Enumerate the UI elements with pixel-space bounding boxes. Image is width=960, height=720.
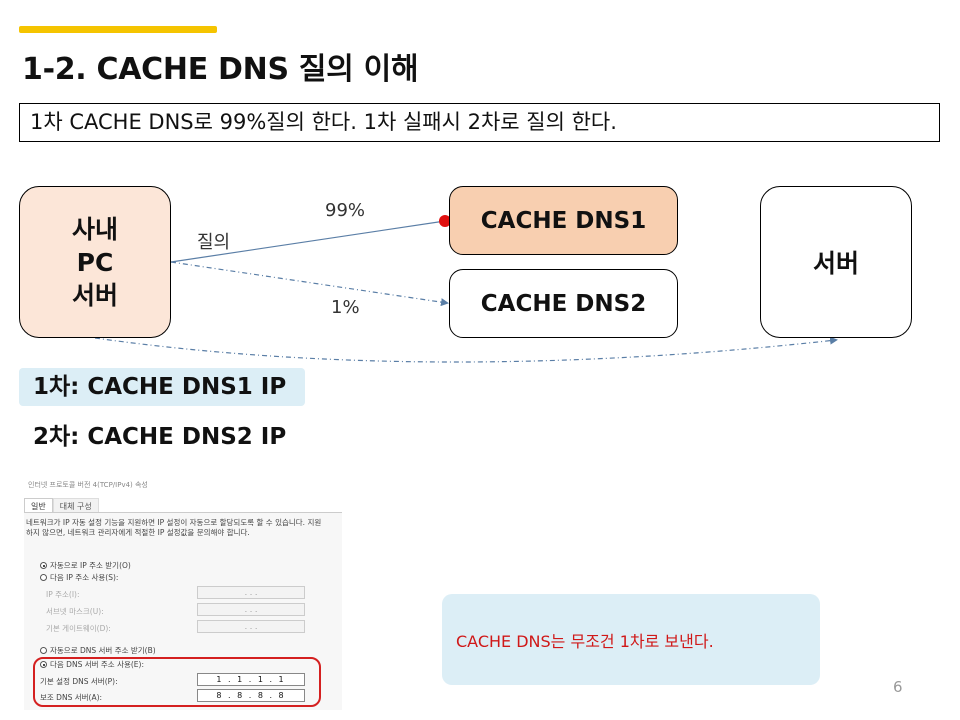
radio-selected-icon [40, 562, 47, 569]
auto-dns-label: 자동으로 DNS 서버 주소 받기(B) [50, 646, 156, 655]
client-label-line-3: 서버 [71, 280, 118, 310]
manual-dns-label: 다음 DNS 서버 주소 사용(E): [50, 660, 144, 669]
client-node: 사내 PC 서버 [19, 186, 171, 338]
gateway-label: 기본 게이트웨이(D): [46, 624, 111, 633]
gateway-field[interactable]: . . . [197, 620, 305, 633]
cache-dns2-node: CACHE DNS2 [449, 269, 678, 338]
manual-ip-option[interactable]: 다음 IP 주소 사용(S): [40, 572, 118, 583]
auto-ip-label: 자동으로 IP 주소 받기(O) [50, 561, 131, 570]
preferred-dns-label: 기본 설정 DNS 서버(P): [40, 677, 118, 686]
label-query: 질의 [197, 232, 231, 253]
auto-dns-option[interactable]: 자동으로 DNS 서버 주소 받기(B) [40, 645, 156, 656]
summary-box: 1차 CACHE DNS로 99%질의 한다. 1차 실패시 2차로 질의 한다… [19, 103, 940, 142]
dialog-tabs: 일반 대체 구성 [24, 498, 99, 514]
alternate-dns-field[interactable]: 8 . 8 . 8 . 8 [197, 689, 305, 702]
radio-unselected-icon [40, 647, 47, 654]
client-label-line-2: PC [76, 247, 114, 277]
dialog-title: 인터넷 프로토콜 버전 4(TCP/IPv4) 속성 [28, 481, 148, 489]
arrow-to-server [94, 336, 838, 363]
dialog-description: 네트워크가 IP 자동 설정 기능을 지원하면 IP 설정이 자동으로 할당되도… [26, 518, 322, 537]
dns-highlight-outline [33, 657, 321, 707]
alternate-dns-label: 보조 DNS 서버(A): [40, 693, 103, 702]
note-callout: CACHE DNS는 무조건 1차로 보낸다. [442, 594, 820, 685]
primary-dns-label: 1차: CACHE DNS1 IP [19, 368, 305, 406]
subnet-mask-label: 서브넷 마스크(U): [46, 607, 104, 616]
secondary-dns-label: 2차: CACHE DNS2 IP [33, 424, 287, 450]
ip-address-field[interactable]: . . . [197, 586, 305, 599]
arrow-to-dns2 [170, 261, 449, 307]
auto-ip-option[interactable]: 자동으로 IP 주소 받기(O) [40, 560, 131, 571]
slide-title: 1-2. CACHE DNS 질의 이해 [22, 52, 419, 87]
tab-alternate-config[interactable]: 대체 구성 [52, 498, 99, 514]
page-number: 6 [893, 678, 903, 696]
label-99-percent: 99% [325, 200, 366, 221]
note-text: CACHE DNS는 무조건 1차로 보낸다. [456, 631, 714, 651]
ip-address-label: IP 주소(I): [46, 590, 80, 599]
manual-ip-label: 다음 IP 주소 사용(S): [50, 573, 119, 582]
subnet-mask-field[interactable]: . . . [197, 603, 305, 616]
tab-general[interactable]: 일반 [24, 498, 53, 514]
title-accent-bar [19, 26, 217, 33]
ipv4-properties-dialog: 인터넷 프로토콜 버전 4(TCP/IPv4) 속성 일반 대체 구성 네트워크… [22, 470, 344, 710]
preferred-dns-field[interactable]: 1 . 1 . 1 . 1 [197, 673, 305, 686]
label-1-percent: 1% [331, 297, 360, 318]
server-node: 서버 [760, 186, 912, 338]
radio-unselected-icon [40, 574, 47, 581]
cache-dns1-node: CACHE DNS1 [449, 186, 678, 255]
client-label-line-1: 사내 [71, 214, 118, 244]
